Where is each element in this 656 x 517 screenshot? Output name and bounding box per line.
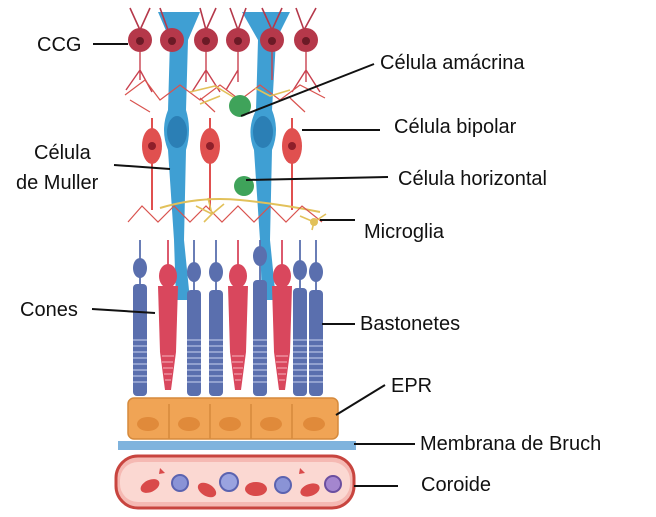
label-epr: EPR	[391, 375, 432, 397]
label-ccg: CCG	[37, 34, 81, 56]
label-cones: Cones	[20, 299, 78, 321]
choroid	[116, 456, 354, 508]
bruch-membrane	[118, 441, 356, 450]
epr-layer	[128, 398, 338, 439]
label-microglia: Microglia	[364, 221, 444, 243]
label-muller-cell-line2: de Muller	[16, 172, 98, 194]
label-rods: Bastonetes	[360, 313, 460, 335]
label-bruch-membrane: Membrana de Bruch	[420, 433, 601, 455]
inner-plexiform-dendrites	[125, 80, 325, 112]
microglia-body	[310, 218, 318, 226]
label-bipolar-cell: Célula bipolar	[394, 116, 516, 138]
muller-cells	[158, 12, 290, 300]
label-horizontal-cell: Célula horizontal	[398, 168, 547, 190]
label-muller-cell-line1: Célula	[34, 142, 91, 164]
label-amacrine-cell: Célula amácrina	[380, 52, 525, 74]
label-choroid: Coroide	[421, 474, 491, 496]
ganglion-cells	[126, 8, 320, 92]
